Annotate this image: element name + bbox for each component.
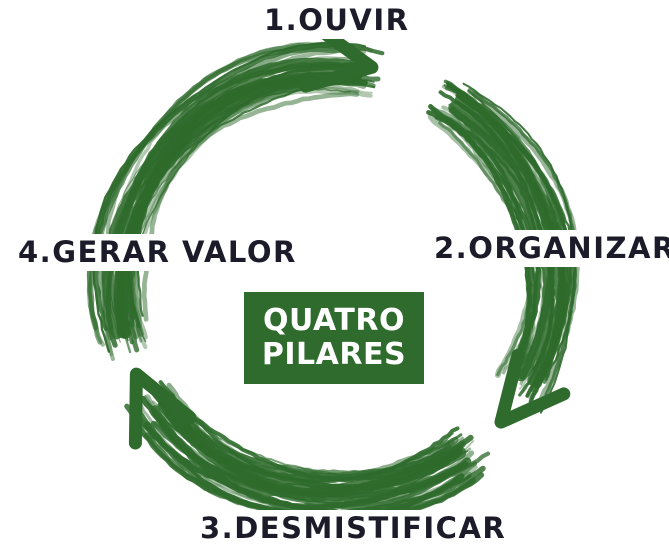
arrowhead-icon [494,348,571,429]
brush-stroke [467,88,577,397]
brush-stroke [166,382,450,483]
brush-arrows [128,20,571,450]
center-title-line-2: PILARES [261,337,407,372]
brush-stroke [131,88,351,343]
arrowhead-icon [299,20,379,93]
brush-stroke-core [160,398,463,498]
pillar-label-gerar-valor: 4.GERAR VALOR [12,234,303,271]
arrowhead-icon [128,367,197,450]
center-title-box: QUATRO PILARES [244,292,424,384]
pillar-label-organizar: 2.ORGANIZAR [428,230,669,267]
brush-stroke [136,398,472,510]
brush-stroke-core [454,94,569,386]
brush-rings [86,41,580,521]
pillar-label-ouvir: 1.OUVIR [258,2,416,39]
brush-stroke-core [150,405,472,502]
center-title-line-1: QUATRO [263,302,405,338]
brush-stroke [428,104,542,365]
pillar-label-desmistificar: 3.DESMISTIFICAR [194,510,513,547]
brush-stroke-core [448,106,555,380]
